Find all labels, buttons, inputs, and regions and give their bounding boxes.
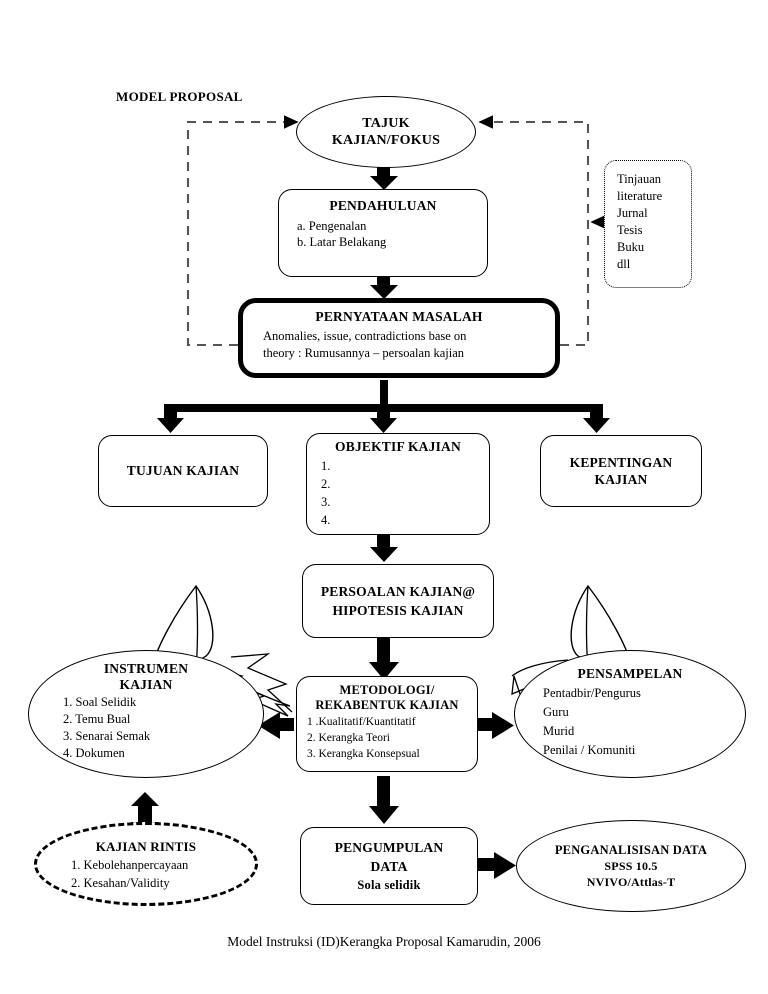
node-pernyataan-masalah-line2: theory : Rumusannya – persoalan kajian <box>263 346 464 360</box>
node-pengumpulan-data-title-line2: DATA <box>370 859 408 874</box>
node-literature-item-1: literature <box>617 189 663 203</box>
node-instrumen-item-0: 1. Soal Selidik <box>63 695 137 709</box>
connector-pendahuluan-to-pernyataan <box>370 277 398 299</box>
node-pensampelan-title: PENSAMPELAN <box>577 666 683 681</box>
node-literature-item-0: Tinjauan <box>617 172 661 186</box>
node-penganalisisan-data-title-line3: NVIVO/Attlas-T <box>586 875 676 889</box>
node-metodologi[interactable]: METODOLOGI/ REKABENTUK KAJIAN 1 .Kualita… <box>296 676 478 772</box>
node-tajuk-kajian[interactable]: TAJUK KAJIAN/FOKUS <box>296 96 476 168</box>
page-title: MODEL PROPOSAL <box>116 89 243 104</box>
node-persoalan-kajian-title-line2: HIPOTESIS KAJIAN <box>332 603 464 618</box>
node-instrumen-kajian-title-line1: INSTRUMEN <box>103 661 189 676</box>
node-metodologi-item-0: 1 .Kualitatif/Kuantitatif <box>307 716 416 728</box>
node-pensampelan-item-2: Murid <box>543 724 575 738</box>
node-pernyataan-masalah[interactable]: PERNYATAAN MASALAH Anomalies, issue, con… <box>238 298 560 378</box>
node-instrumen-item-2: 3. Senarai Semak <box>63 729 151 743</box>
node-penganalisisan-data-title-line2: SPSS 10.5 <box>604 859 658 873</box>
connector-metodologi-to-instrumen <box>258 712 294 739</box>
node-tujuan-kajian[interactable]: TUJUAN KAJIAN <box>98 435 268 507</box>
node-objektif-item-2: 3. <box>321 495 331 509</box>
node-pendahuluan-item-1: b. Latar Belakang <box>297 235 387 249</box>
node-kepentingan-kajian-title: KEPENTINGAN KAJIAN <box>569 455 673 487</box>
node-persoalan-kajian[interactable]: PERSOALAN KAJIAN@ HIPOTESIS KAJIAN <box>302 564 494 638</box>
connector-persoalan-to-metodologi <box>369 638 399 680</box>
node-objektif-kajian-title: OBJEKTIF KAJIAN <box>335 439 461 454</box>
node-literature-item-3: Tesis <box>617 223 643 237</box>
connector-tajuk-to-pendahuluan <box>370 167 398 190</box>
node-kajian-rintis[interactable]: KAJIAN RINTIS 1. Kebolehanpercayaan 2. K… <box>34 822 258 906</box>
node-pensampelan-item-1: Guru <box>543 705 569 719</box>
node-metodologi-item-2: 3. Kerangka Konsepsual <box>307 748 420 760</box>
node-instrumen-item-3: 4. Dokumen <box>63 746 125 760</box>
node-pengumpulan-data-title-line1: PENGUMPULAN <box>334 840 444 855</box>
node-pernyataan-masalah-title: PERNYATAAN MASALAH <box>315 309 483 324</box>
node-kajian-rintis-title: KAJIAN RINTIS <box>95 839 197 854</box>
node-pengumpulan-data-subtitle: Sola selidik <box>357 878 421 892</box>
node-literature-sources[interactable]: Tinjauan literature Jurnal Tesis Buku dl… <box>604 160 692 288</box>
node-penganalisisan-data[interactable]: PENGANALISISAN DATA SPSS 10.5 NVIVO/Attl… <box>516 820 746 912</box>
diagram-caption: Model Instruksi (ID)Kerangka Proposal Ka… <box>227 934 541 949</box>
node-literature-item-2: Jurnal <box>617 206 648 220</box>
node-kepentingan-kajian[interactable]: KEPENTINGAN KAJIAN <box>540 435 702 507</box>
connector-pernyataan-feedback-left <box>186 115 299 347</box>
node-metodologi-title-line1: METODOLOGI/ <box>339 683 435 697</box>
connector-pengumpulan-to-penganalisisan <box>478 852 516 879</box>
node-instrumen-kajian-title-line2: KAJIAN <box>119 677 173 692</box>
node-pensampelan-item-3: Penilai / Komuniti <box>543 743 636 757</box>
node-pernyataan-masalah-line1: Anomalies, issue, contradictions base on <box>263 329 467 343</box>
node-pendahuluan-item-0: a. Pengenalan <box>297 219 367 233</box>
node-instrumen-item-1: 2. Temu Bual <box>63 712 131 726</box>
connector-objektif-to-persoalan <box>370 535 398 562</box>
node-objektif-item-1: 2. <box>321 477 331 491</box>
node-tajuk-kajian-title: TAJUK KAJIAN/FOKUS <box>331 116 441 148</box>
node-pengumpulan-data[interactable]: PENGUMPULAN DATA Sola selidik <box>300 827 478 905</box>
connector-pernyataan-feedback-right <box>478 115 590 347</box>
node-penganalisisan-data-title-line1: PENGANALISISAN DATA <box>554 843 708 857</box>
node-objektif-kajian[interactable]: OBJEKTIF KAJIAN 1. 2. 3. 4. <box>306 433 490 535</box>
node-metodologi-item-1: 2. Kerangka Teori <box>307 732 390 744</box>
connector-metodologi-to-pensampelan <box>478 712 514 739</box>
node-kajian-rintis-item-1: 2. Kesahan/Validity <box>71 876 170 890</box>
connector-metodologi-to-pengumpulan <box>369 776 399 824</box>
node-metodologi-title-line2: REKABENTUK KAJIAN <box>315 698 459 712</box>
connector-pernyataan-to-three <box>157 380 610 433</box>
node-objektif-item-0: 1. <box>321 459 331 473</box>
node-literature-item-5: dll <box>617 257 631 271</box>
node-persoalan-kajian-title-line1: PERSOALAN KAJIAN@ <box>320 584 476 599</box>
node-instrumen-kajian[interactable]: INSTRUMEN KAJIAN 1. Soal Selidik 2. Temu… <box>28 650 264 778</box>
node-objektif-item-3: 4. <box>321 513 331 527</box>
node-pendahuluan-title: PENDAHULUAN <box>329 198 437 213</box>
node-tujuan-kajian-title: TUJUAN KAJIAN <box>126 463 240 478</box>
node-literature-item-4: Buku <box>617 240 645 254</box>
node-pendahuluan[interactable]: PENDAHULUAN a. Pengenalan b. Latar Belak… <box>278 189 488 277</box>
node-kajian-rintis-item-0: 1. Kebolehanpercayaan <box>71 858 189 872</box>
node-pensampelan[interactable]: PENSAMPELAN Pentadbir/Pengurus Guru Muri… <box>514 650 746 778</box>
node-pensampelan-item-0: Pentadbir/Pengurus <box>543 686 641 700</box>
